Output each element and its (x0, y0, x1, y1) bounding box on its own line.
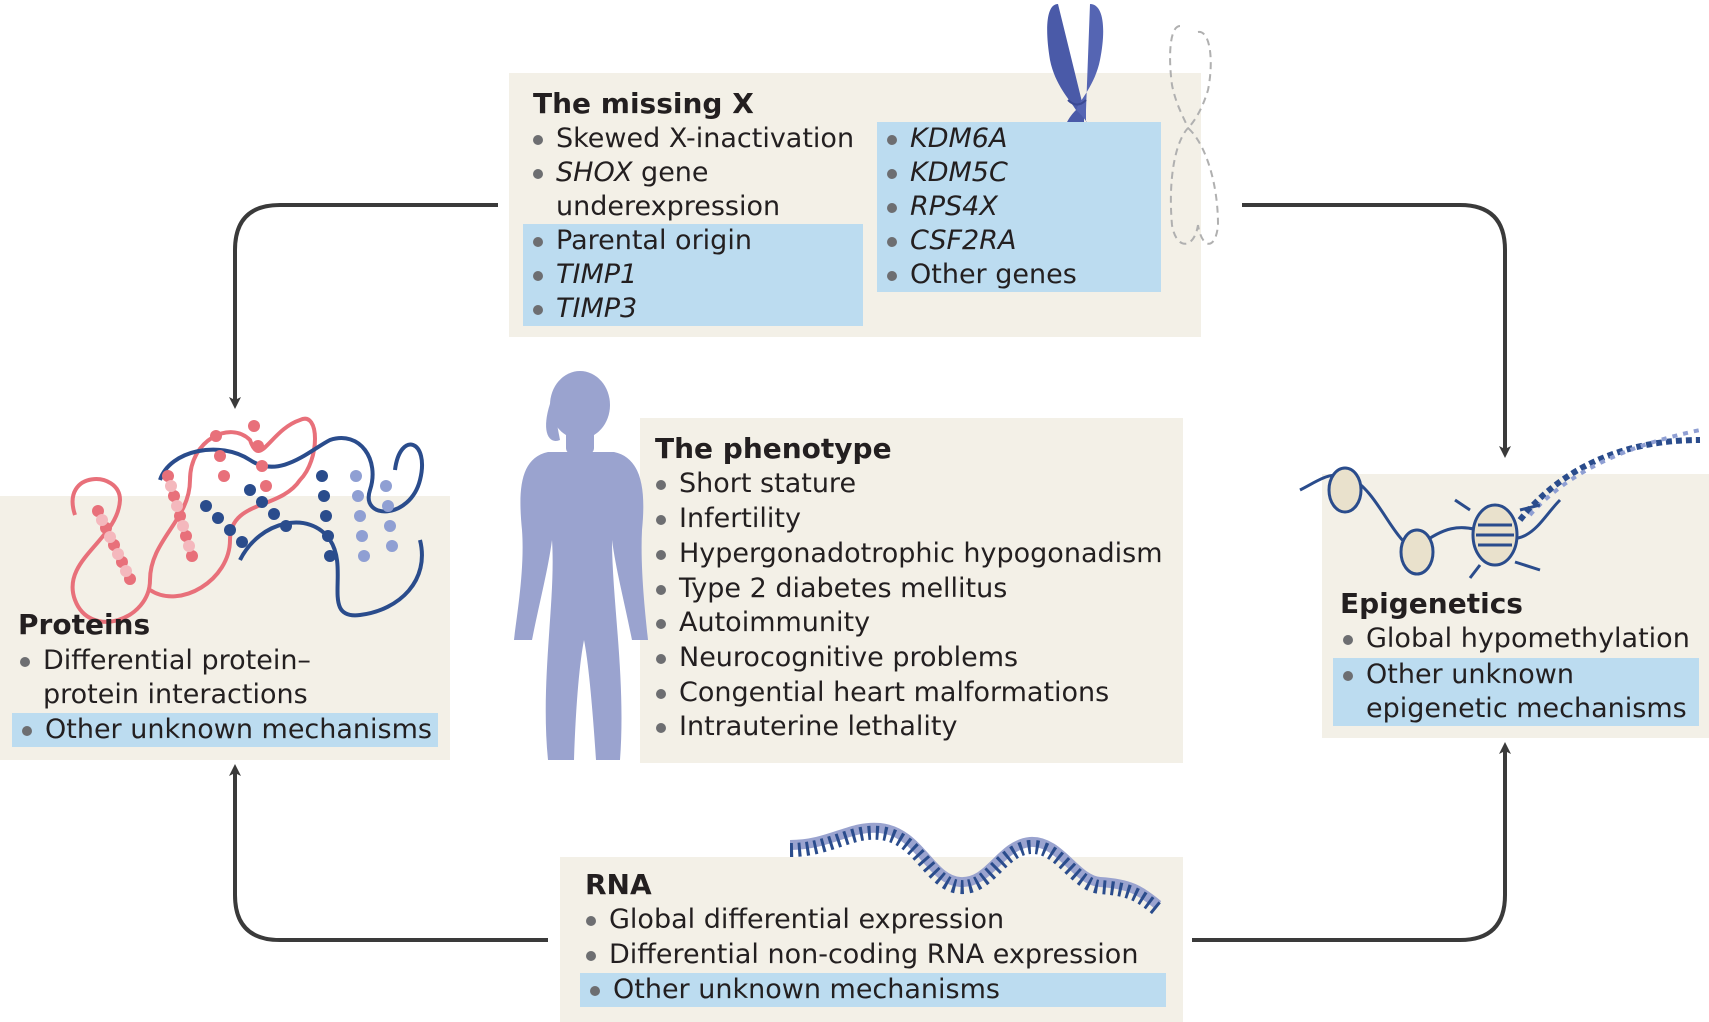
proteins-title: Proteins (18, 608, 151, 641)
arrow-missing-x-to-epigenetics (1242, 203, 1511, 458)
phenotype-item: Neurocognitive problems (646, 641, 1018, 675)
arrow-rna-to-proteins (229, 764, 548, 942)
missing-x-item-skewed: Skewed X-inactivation (523, 122, 863, 156)
rna-item-other: Other unknown mechanisms (580, 973, 1166, 1007)
phenotype-box (640, 418, 1183, 763)
phenotype-item: Type 2 diabetes mellitus (646, 572, 1007, 606)
missing-x-item-shox-continuation: underexpression (556, 191, 781, 222)
phenotype-item: Hypergonadotrophic hypogonadism (646, 537, 1163, 571)
phenotype-title: The phenotype (655, 432, 892, 465)
missing-x-item-kdm6a: KDM6A (877, 122, 1161, 156)
phenotype-item: Infertility (646, 502, 801, 536)
protein-structure-icon (70, 416, 424, 624)
phenotype-item: Congential heart malformations (646, 676, 1109, 710)
missing-x-item-other-genes: Other genes (877, 258, 1161, 292)
rna-item: Global differential expression (576, 903, 1004, 937)
proteins-item-other: Other unknown mechanisms (12, 713, 438, 747)
epigenetics-title: Epigenetics (1340, 587, 1523, 620)
missing-x-item-timp3: TIMP3 (523, 292, 863, 326)
proteins-item-interactions: Differential protein– (10, 644, 311, 678)
human-figure-icon (514, 371, 648, 760)
chromatin-nucleosome-icon (1299, 428, 1701, 579)
rna-title: RNA (585, 868, 652, 901)
epigenetics-item-hypomethylation: Global hypomethylation (1333, 622, 1690, 656)
missing-x-item-parental-origin: Parental origin (523, 224, 863, 258)
rna-strand-icon (789, 822, 1163, 916)
arrow-rna-to-epigenetics (1192, 742, 1511, 942)
missing-x-title: The missing X (533, 87, 754, 120)
missing-x-item-timp1: TIMP1 (523, 258, 863, 292)
missing-x-chromosome-outline-icon (1169, 25, 1220, 245)
phenotype-item: Short stature (646, 467, 856, 501)
missing-x-item-shox: SHOX gene (523, 156, 863, 190)
missing-x-item-rps4x: RPS4X (877, 190, 1161, 224)
phenotype-item: Autoimmunity (646, 606, 870, 640)
missing-x-item-kdm5c: KDM5C (877, 156, 1161, 190)
epigenetics-item-other: Other unknown epigenetic mechanisms (1333, 658, 1699, 726)
rna-item: Differential non-coding RNA expression (576, 938, 1138, 972)
arrow-missing-x-to-proteins (229, 203, 498, 409)
phenotype-item: Intrauterine lethality (646, 710, 957, 744)
missing-x-item-csf2ra: CSF2RA (877, 224, 1161, 258)
proteins-item-interactions-continuation: protein interactions (43, 679, 308, 710)
